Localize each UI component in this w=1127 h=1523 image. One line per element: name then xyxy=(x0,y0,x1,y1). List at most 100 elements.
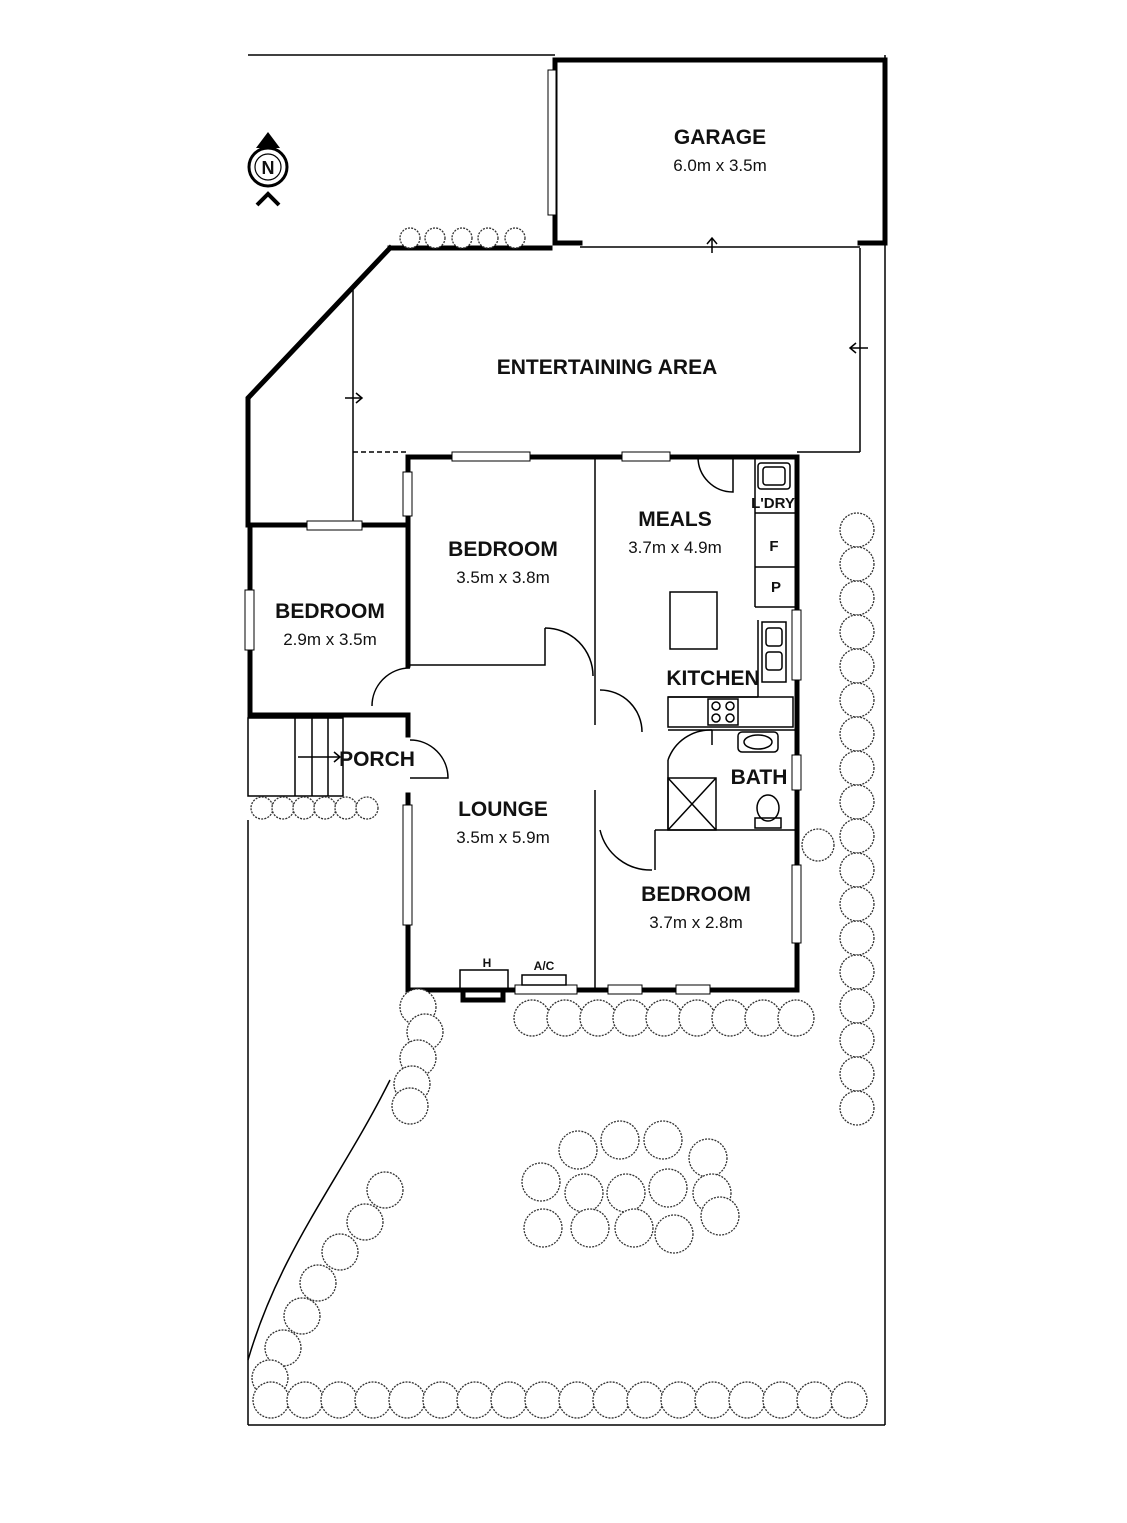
tree-icon xyxy=(711,999,749,1037)
kitchen-label: KITCHEN xyxy=(666,667,759,690)
tree-icon xyxy=(346,1203,384,1241)
tree-icon xyxy=(606,1173,646,1213)
tree-icon xyxy=(839,886,875,922)
compass-letter: N xyxy=(262,158,275,178)
tree-icon xyxy=(334,796,358,820)
tree-icon xyxy=(839,818,875,854)
tree-icon xyxy=(524,1381,562,1419)
tree-icon xyxy=(660,1381,698,1419)
tree-icon xyxy=(839,648,875,684)
tree-icon xyxy=(388,1381,426,1419)
windows xyxy=(244,451,802,995)
fridge-label: F xyxy=(769,538,778,555)
entertaining-area xyxy=(245,244,868,528)
pantry-label: P xyxy=(771,579,781,596)
tree-icon xyxy=(391,1087,429,1125)
tree-icon xyxy=(839,512,875,548)
porch-label: PORCH xyxy=(339,748,415,771)
tree-icon xyxy=(299,1264,337,1302)
tree-icon xyxy=(678,999,716,1037)
tree-icon xyxy=(424,227,446,249)
tree-icon xyxy=(645,999,683,1037)
tree-icon xyxy=(264,1329,302,1367)
tree-icon xyxy=(320,1381,358,1419)
north-arrow-icon: N xyxy=(247,132,289,207)
tree-icon xyxy=(579,999,617,1037)
tree-icon xyxy=(250,796,274,820)
tree-icon xyxy=(839,682,875,718)
tree-icon xyxy=(558,1130,598,1170)
porch-steps xyxy=(247,717,344,797)
fixtures xyxy=(459,462,791,1003)
tree-icon xyxy=(839,954,875,990)
tree-icon xyxy=(252,1381,290,1419)
tree-icon xyxy=(558,1381,596,1419)
meals-size: 3.7m x 4.9m xyxy=(628,538,722,557)
bedroom-center-label: BEDROOM xyxy=(448,538,558,561)
tree-icon xyxy=(456,1381,494,1419)
lounge-size: 3.5m x 5.9m xyxy=(456,828,550,847)
tree-icon xyxy=(292,796,316,820)
tree-icon xyxy=(801,828,835,862)
bedroom-south-label: BEDROOM xyxy=(641,883,751,906)
tree-icon xyxy=(399,227,421,249)
tree-icon xyxy=(286,1381,324,1419)
tree-icon xyxy=(614,1208,654,1248)
tree-icon xyxy=(355,796,379,820)
tree-icon xyxy=(839,580,875,616)
tree-icon xyxy=(839,750,875,786)
tree-icon xyxy=(366,1171,404,1209)
tree-icon xyxy=(477,227,499,249)
tree-icon xyxy=(490,1381,528,1419)
tree-icon xyxy=(728,1381,766,1419)
tree-icon xyxy=(744,999,782,1037)
tree-icon xyxy=(839,920,875,956)
tree-icon xyxy=(612,999,650,1037)
tree-icon xyxy=(451,227,473,249)
tree-icon xyxy=(313,796,337,820)
doors xyxy=(371,456,734,871)
tree-icon xyxy=(600,1120,640,1160)
aircon-label: A/C xyxy=(534,959,555,973)
bedroom-south-size: 3.7m x 2.8m xyxy=(649,913,743,932)
tree-icon xyxy=(546,999,584,1037)
tree-icon xyxy=(354,1381,392,1419)
meals-label: MEALS xyxy=(638,508,712,531)
tree-icon xyxy=(422,1381,460,1419)
garage-size: 6.0m x 3.5m xyxy=(673,156,767,175)
tree-icon xyxy=(321,1233,359,1271)
room-labels: GARAGE 6.0m x 3.5m ENTERTAINING AREA BED… xyxy=(275,126,795,973)
bedroom-west-label: BEDROOM xyxy=(275,600,385,623)
tree-icon xyxy=(592,1381,630,1419)
house-walls xyxy=(247,454,800,993)
tree-icon xyxy=(839,1090,875,1126)
tree-icon xyxy=(700,1196,740,1236)
bath-label: BATH xyxy=(731,766,788,789)
tree-icon xyxy=(271,796,295,820)
tree-icon xyxy=(839,988,875,1024)
lounge-label: LOUNGE xyxy=(458,798,548,821)
laundry-label: L'DRY xyxy=(751,495,795,512)
tree-icon xyxy=(839,852,875,888)
tree-icon xyxy=(521,1162,561,1202)
bedroom-center-size: 3.5m x 3.8m xyxy=(456,568,550,587)
tree-icon xyxy=(626,1381,664,1419)
tree-icon xyxy=(643,1120,683,1160)
tree-icon xyxy=(688,1138,728,1178)
heater-label: H xyxy=(483,956,492,970)
garage-label: GARAGE xyxy=(674,126,766,149)
tree-icon xyxy=(839,614,875,650)
tree-icon xyxy=(654,1214,694,1254)
tree-icon xyxy=(564,1173,604,1213)
entertaining-area-label: ENTERTAINING AREA xyxy=(497,356,718,379)
garage xyxy=(547,57,888,253)
tree-icon xyxy=(648,1168,688,1208)
tree-icon xyxy=(762,1381,800,1419)
tree-icon xyxy=(283,1297,321,1335)
tree-icon xyxy=(839,546,875,582)
tree-icon xyxy=(513,999,551,1037)
tree-icon xyxy=(839,1056,875,1092)
tree-icon xyxy=(839,784,875,820)
garden-trees xyxy=(250,227,875,1419)
